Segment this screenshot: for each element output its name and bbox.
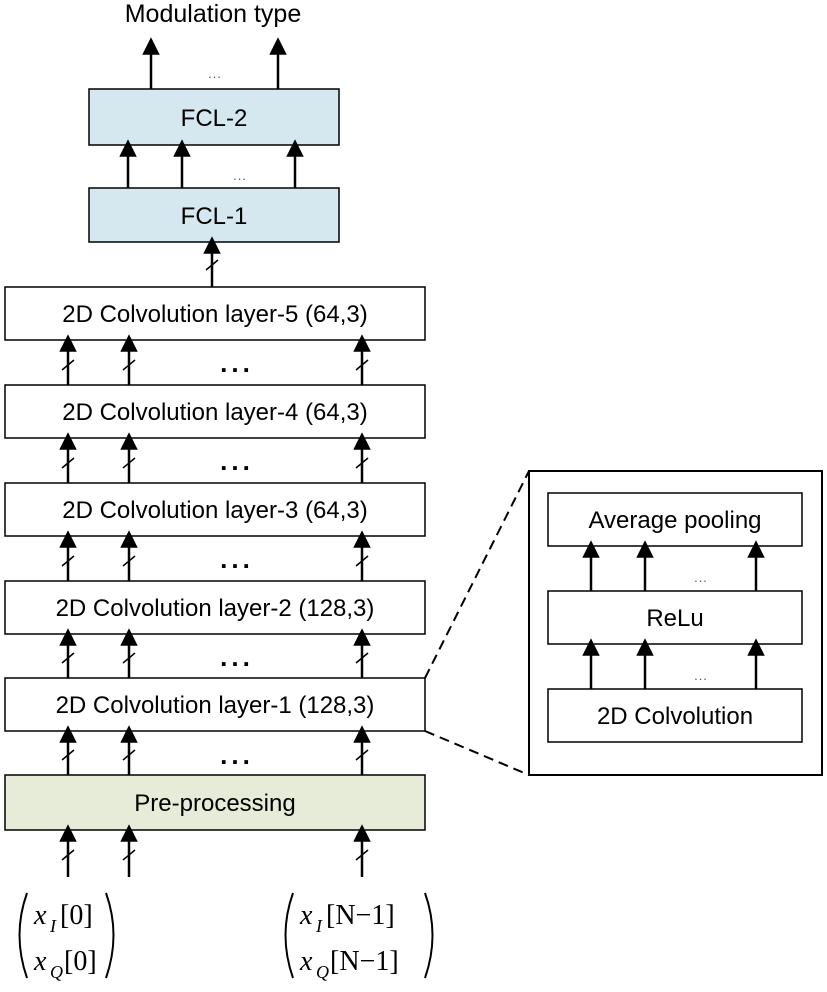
arrow-slash <box>61 652 75 664</box>
xi-0-index: [0] <box>60 900 93 931</box>
input-arrows <box>59 824 371 877</box>
xi-n-var: x <box>299 900 313 931</box>
layer1-to-layer2-arrows <box>59 628 371 678</box>
preprocessing-box <box>4 774 426 831</box>
xq-n-sub: Q <box>316 962 329 982</box>
arrow-slash <box>355 457 369 469</box>
xi-n-index: [N−1] <box>326 900 395 931</box>
arrow-slash <box>122 555 136 567</box>
layer4-to-layer5-arrows <box>59 334 371 385</box>
fcl1-label: FCL-1 <box>181 203 248 230</box>
relu-to-pooling-ellipsis: ... <box>694 570 708 585</box>
layer4-to-layer5-ellipsis: ... <box>220 348 254 378</box>
left-paren <box>284 892 294 979</box>
preprocessing-to-layer1-arrows <box>59 725 371 775</box>
layer2-to-layer3-arrows <box>59 530 371 581</box>
output-title: Modulation type <box>125 0 302 28</box>
right-paren <box>105 892 115 979</box>
preprocessing-label: Pre-processing <box>134 790 295 817</box>
fcl2-box <box>88 88 340 146</box>
xq-0-var: x <box>33 946 47 977</box>
callout-line-bottom <box>424 730 530 776</box>
conv-layer-4-label: 2D Colvolution layer-4 (64,3) <box>62 399 367 426</box>
layer3-to-layer4-arrows <box>59 432 371 483</box>
layer1-to-layer2-ellipsis: ... <box>220 642 254 672</box>
conv-detail-box <box>547 688 803 743</box>
arrow-slash <box>122 359 136 371</box>
right-paren <box>424 892 434 979</box>
xq-n-var: x <box>299 946 313 977</box>
xq-n-index: [N−1] <box>330 946 399 977</box>
fcl2-label: FCL-2 <box>181 105 248 132</box>
preprocessing-to-layer1-ellipsis: ... <box>220 740 254 770</box>
fcl2-output-ellipsis: ... <box>208 66 222 81</box>
conv-detail-label: 2D Colvolution <box>597 703 753 730</box>
conv-layer-5-label: 2D Colvolution layer-5 (64,3) <box>62 301 367 328</box>
input-vector-first: x I [0] x Q [0] <box>18 892 115 982</box>
conv-layer-3-label: 2D Colvolution layer-3 (64,3) <box>62 497 367 524</box>
layer3-to-layer4-ellipsis: ... <box>220 446 254 476</box>
relu-to-pooling-arrows <box>582 540 765 591</box>
arrow-slash <box>61 849 75 861</box>
arrow-slash <box>61 749 75 761</box>
conv-layer-2-label: 2D Colvolution layer-2 (128,3) <box>56 595 375 622</box>
layer2-to-layer3-ellipsis: ... <box>220 544 254 574</box>
conv-to-relu-ellipsis: ... <box>694 668 708 683</box>
fcl1-ellipsis: ... <box>233 168 247 183</box>
left-paren <box>18 892 28 979</box>
arrow-slash <box>355 555 369 567</box>
arrow-slash <box>122 457 136 469</box>
arrow-slash <box>61 555 75 567</box>
input-vector-last: x I [N−1] x Q [N−1] <box>284 892 434 982</box>
arrow-slash <box>122 749 136 761</box>
arrow-slash <box>122 849 136 861</box>
xi-0-sub: I <box>49 916 57 936</box>
average-pooling-box <box>547 492 803 547</box>
arrow-slash <box>61 359 75 371</box>
relu-box <box>547 590 803 645</box>
arrow-slash <box>355 359 369 371</box>
arrow-slash <box>122 652 136 664</box>
fcl1-to-fcl2-arrows <box>119 139 304 188</box>
relu-label: ReLu <box>646 605 703 632</box>
xq-0-index: [0] <box>64 946 97 977</box>
conv-layer-1-label: 2D Colvolution layer-1 (128,3) <box>56 692 375 719</box>
conv-layer-4-box <box>4 384 426 439</box>
arrow-slash <box>205 259 219 271</box>
callout-line-top <box>424 470 530 679</box>
average-pooling-label: Average pooling <box>588 507 761 534</box>
arrow-slash <box>355 849 369 861</box>
arrow-slash <box>355 652 369 664</box>
xi-n-sub: I <box>315 916 323 936</box>
fcl2-output-arrows <box>142 37 287 89</box>
conv-layer-3-box <box>4 482 426 537</box>
xq-0-sub: Q <box>50 962 63 982</box>
conv-layer-5-box <box>4 286 426 341</box>
arrow-slash <box>61 457 75 469</box>
arrow-slash <box>355 749 369 761</box>
conv-layer-2-box <box>4 580 426 635</box>
xi-0-var: x <box>33 900 47 931</box>
conv-layer-1-box <box>4 677 426 732</box>
conv-to-relu-arrows <box>582 638 765 689</box>
